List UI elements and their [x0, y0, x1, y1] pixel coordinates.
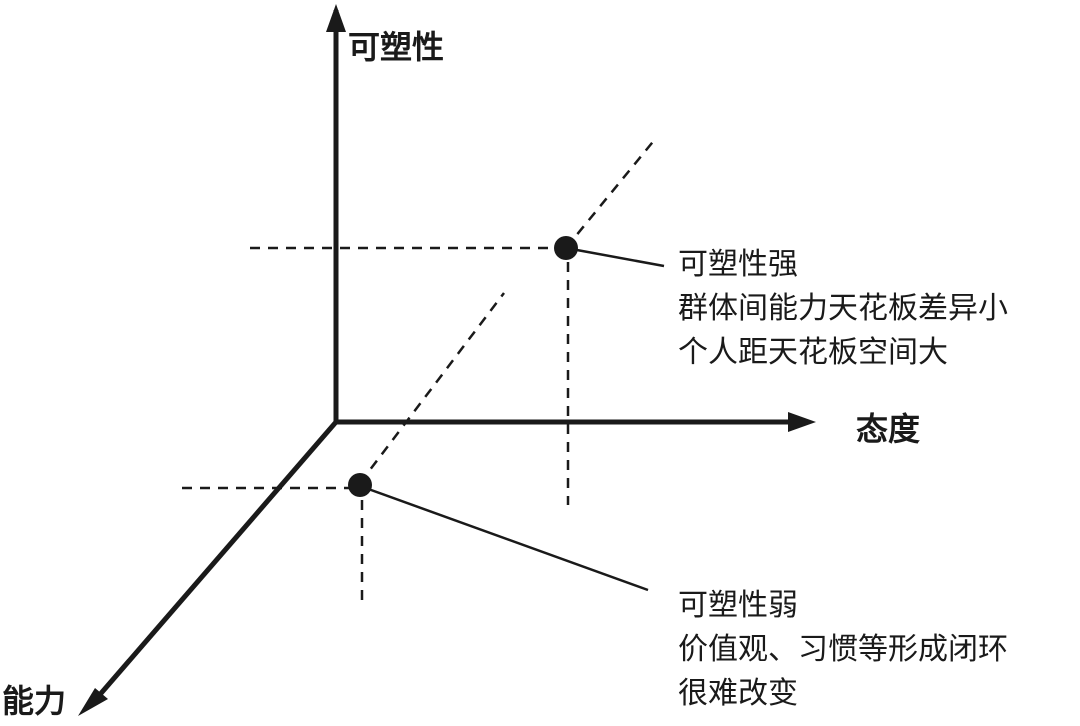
- lower-point-marker: [348, 473, 372, 497]
- horizontal-axis-arrowhead: [788, 412, 816, 432]
- upper-point-leader-line: [565, 246, 665, 268]
- lower-point-line-3: 很难改变: [678, 676, 798, 711]
- upper-point-marker: [554, 236, 578, 260]
- lower-point-leader-line: [359, 484, 649, 592]
- depth-axis: [88, 420, 338, 708]
- vertical-axis-label: 可塑性: [348, 28, 445, 66]
- upper-point-title: 可塑性强: [678, 247, 798, 282]
- lower-point-annotation: 可塑性弱 价值观、习惯等形成闭环 很难改变: [678, 584, 1008, 716]
- lower-point-diagonal-guide: [359, 292, 505, 484]
- vertical-axis-arrowhead: [326, 4, 346, 32]
- depth-axis-arrowhead: [78, 688, 108, 716]
- upper-point-annotation: 可塑性强 群体间能力天花板差异小 个人距天花板空间大: [678, 243, 1008, 375]
- upper-point-line-2: 群体间能力天花板差异小: [678, 291, 1008, 326]
- lower-point-title: 可塑性弱: [678, 588, 798, 623]
- horizontal-axis-label: 态度: [856, 410, 921, 448]
- upper-point-line-3: 个人距天花板空间大: [678, 335, 948, 370]
- upper-point-diagonal-guide: [565, 137, 657, 249]
- depth-axis-label: 能力: [2, 682, 67, 720]
- lower-point-line-2: 价值观、习惯等形成闭环: [678, 632, 1008, 667]
